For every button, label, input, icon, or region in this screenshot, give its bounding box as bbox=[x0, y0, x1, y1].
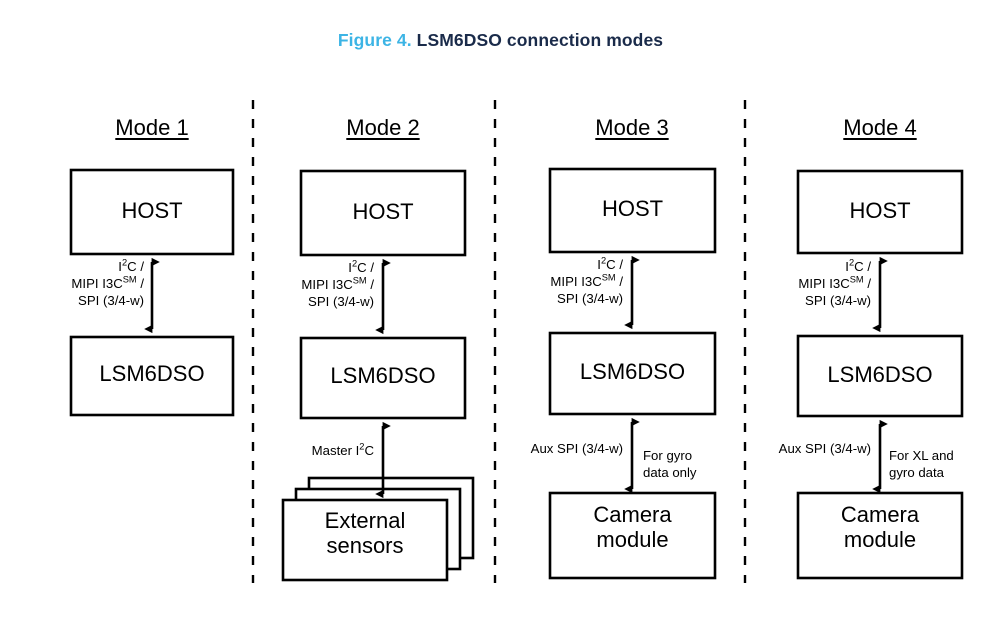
mode-2-external-sensors-box-front bbox=[281, 498, 449, 582]
mode-4-lsm6dso-camera-label-left: Aux SPI (3/4-w) bbox=[778, 441, 871, 456]
figure-number: Figure 4. bbox=[337, 30, 412, 50]
mode-3-lsm6dso-camera-label-left: Aux SPI (3/4-w) bbox=[530, 441, 623, 456]
mode-3-lsm6dso-label: LSM6DSO bbox=[579, 359, 686, 384]
mode-1-column bbox=[69, 168, 235, 417]
mode-1-title: Mode 1 bbox=[115, 115, 189, 140]
mode-2-lsm6dso-sensors-label: Master I2C bbox=[311, 441, 374, 458]
column-separator-group bbox=[251, 100, 747, 583]
mode-1-lsm6dso-label: LSM6DSO bbox=[99, 361, 205, 386]
mode-4-column bbox=[796, 169, 964, 580]
mode-4-host-label: HOST bbox=[849, 198, 911, 223]
mode-4-title: Mode 4 bbox=[843, 115, 917, 140]
mode-2-host-label: HOST bbox=[352, 199, 414, 224]
mode-2-column bbox=[281, 169, 475, 582]
mode-2-title: Mode 2 bbox=[346, 115, 420, 140]
mode-1-host-lsm6dso-label: I2C /MIPI I3CSM /SPI (3/4-w) bbox=[71, 257, 144, 309]
mode-3-title: Mode 3 bbox=[595, 115, 669, 140]
mode-4-lsm6dso-box bbox=[796, 334, 964, 418]
mode-3-host-lsm6dso-label: I2C /MIPI I3CSM /SPI (3/4-w) bbox=[550, 255, 623, 307]
mode-3-camera-module-box bbox=[548, 491, 717, 580]
mode-1-lsm6dso-box bbox=[69, 335, 235, 417]
figure-title: LSM6DSO connection modes bbox=[416, 30, 664, 50]
mode-3-host-box bbox=[548, 167, 717, 254]
mode-2-lsm6dso-label: LSM6DSO bbox=[330, 363, 436, 388]
mode-2-host-lsm6dso-label: I2C /MIPI I3CSM /SPI (3/4-w) bbox=[301, 258, 374, 310]
mode-4-camera-module-box bbox=[796, 491, 964, 580]
mode-4-host-box bbox=[796, 169, 964, 255]
mode-3-host-label: HOST bbox=[601, 196, 664, 221]
mode-2-lsm6dso-box bbox=[299, 336, 467, 420]
mode-4-host-lsm6dso-label: I2C /MIPI I3CSM /SPI (3/4-w) bbox=[798, 257, 871, 309]
mode-1-host-box bbox=[69, 168, 235, 256]
mode-2-host-box bbox=[299, 169, 467, 257]
mode-3-lsm6dso-box bbox=[548, 331, 717, 416]
mode-4-lsm6dso-label: LSM6DSO bbox=[827, 362, 933, 387]
mode-1-host-label: HOST bbox=[121, 198, 183, 223]
figure-caption: Figure 4. LSM6DSO connection modes bbox=[0, 30, 1001, 51]
mode-3-column bbox=[548, 167, 717, 580]
